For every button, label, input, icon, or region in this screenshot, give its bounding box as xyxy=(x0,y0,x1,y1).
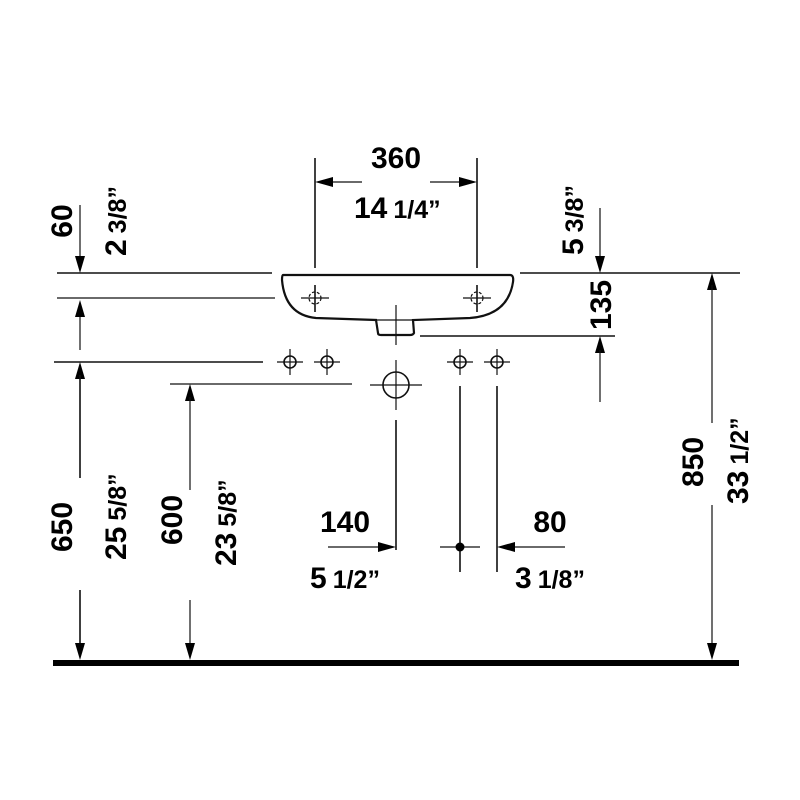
left-spacing-mm-label: 140 xyxy=(320,506,370,539)
floor-line xyxy=(53,660,739,666)
right-spacing-mm-label: 80 xyxy=(533,506,566,539)
total-height-inch-label: 331/2” xyxy=(722,417,755,504)
left-spacing-dimension xyxy=(328,542,396,552)
supply-right-1-icon xyxy=(446,348,474,376)
supply-left-2-icon xyxy=(313,348,341,376)
waste-height-dimension xyxy=(185,384,195,660)
center-point-icon xyxy=(440,542,480,552)
width-dimension xyxy=(314,158,478,268)
basin-to-supply-inch-label: 53/8” xyxy=(557,185,590,255)
supply-right-2-icon xyxy=(483,348,511,376)
top-offset-inch-label: 23/8” xyxy=(100,186,133,256)
top-offset-mm-label: 60 xyxy=(46,204,79,237)
waste-outlet-icon xyxy=(370,360,422,410)
top-offset-dimension xyxy=(75,205,85,350)
waste-height-mm-label: 600 xyxy=(156,495,189,545)
right-spacing-dimension xyxy=(497,542,565,552)
supply-height-dimension xyxy=(75,362,85,660)
tap-hole-right xyxy=(463,285,491,312)
width-mm-label: 360 xyxy=(371,142,421,175)
supply-left-1-icon xyxy=(276,348,304,376)
basin-outline xyxy=(280,273,515,337)
supply-height-inch-label: 255/8” xyxy=(100,473,133,560)
tap-hole-left xyxy=(301,285,329,312)
total-height-dimension xyxy=(707,273,717,660)
basin-to-supply-mm-label: 135 xyxy=(585,280,618,330)
waste-height-inch-label: 235/8” xyxy=(210,479,243,566)
total-height-mm-label: 850 xyxy=(677,437,710,487)
basin-to-supply-dimension xyxy=(595,208,605,402)
supply-height-mm-label: 650 xyxy=(46,502,79,552)
